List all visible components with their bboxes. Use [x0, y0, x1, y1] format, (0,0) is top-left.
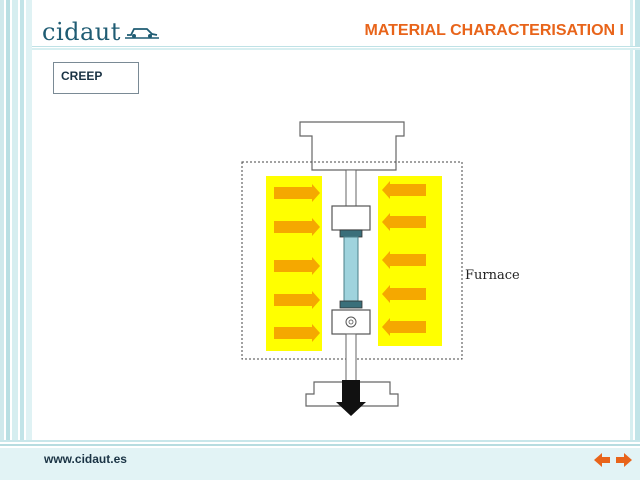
heat-arrow: [382, 251, 426, 269]
heat-arrow: [274, 184, 320, 202]
arrow-left-icon: [594, 453, 610, 467]
next-button[interactable]: [614, 450, 634, 470]
left-heat-arrows: [274, 184, 320, 342]
upper-rod: [345, 169, 357, 207]
upper-grip: [331, 205, 371, 231]
header-divider: [32, 46, 640, 50]
upper-fixture: [299, 121, 405, 171]
section-label-box: CREEP: [53, 62, 139, 94]
heat-arrow: [382, 318, 426, 336]
heat-arrow: [274, 218, 320, 236]
heat-arrow: [274, 257, 320, 275]
furnace-label: Furnace: [465, 268, 520, 283]
previous-button[interactable]: [592, 450, 612, 470]
cidaut-logo: cidaut: [42, 18, 159, 46]
car-icon: [124, 28, 159, 39]
lower-collar: [339, 300, 363, 309]
lower-rod: [345, 333, 357, 383]
heat-arrow: [382, 213, 426, 231]
footer-band: [0, 440, 640, 480]
heat-arrow: [274, 291, 320, 309]
creep-test-diagram: [241, 121, 463, 416]
furnace-outline: [241, 161, 463, 360]
right-stripe-decoration: [630, 0, 640, 480]
specimen: [343, 236, 359, 302]
section-label: CREEP: [61, 69, 103, 83]
right-heat-arrows: [382, 181, 426, 336]
footer-url[interactable]: www.cidaut.es: [44, 452, 127, 466]
pin: [345, 316, 357, 328]
load-arrow: [336, 380, 366, 416]
page-title: MATERIAL CHARACTERISATION I: [364, 22, 624, 39]
heat-arrow: [382, 285, 426, 303]
upper-collar: [339, 229, 363, 238]
heat-arrow: [274, 324, 320, 342]
left-stripe-decoration: [0, 0, 32, 480]
heat-arrow: [382, 181, 426, 199]
logo-text: cidaut: [42, 18, 121, 46]
arrow-right-icon: [616, 453, 632, 467]
